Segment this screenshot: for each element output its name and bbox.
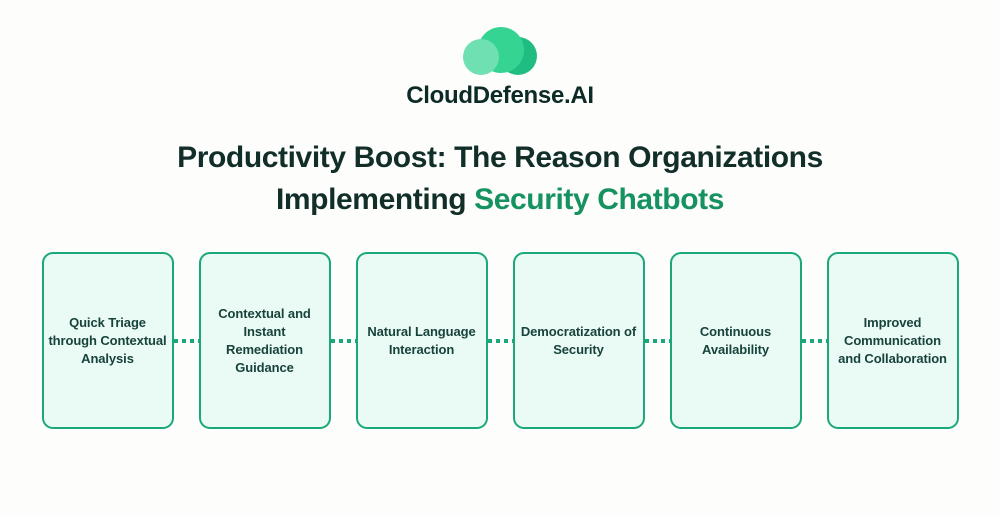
benefit-box-communication: Improved Communication and Collaboration (826, 252, 959, 429)
title-line1: Productivity Boost: The Reason Organizat… (177, 141, 823, 174)
benefit-label: Natural Language Interaction (367, 323, 476, 357)
page-title: Productivity Boost: The Reason Organizat… (177, 137, 823, 221)
benefit-label: Continuous Availability (699, 323, 772, 357)
title-line2-prefix: Implementing (275, 183, 475, 216)
benefit-label: Improved Communication and Collaboration (838, 314, 947, 366)
dotted-connector (173, 338, 199, 343)
benefit-label: Quick Triage through Contextual Analysis (48, 314, 167, 366)
cloud-logo-icon (463, 27, 537, 75)
dotted-connector (487, 338, 513, 343)
benefit-box-natural-language: Natural Language Interaction (355, 252, 488, 429)
benefit-box-remediation-guidance: Contextual and Instant Remediation Guida… (198, 252, 331, 429)
benefit-box-democratization: Democratization of Security (512, 252, 645, 429)
dotted-connector (801, 338, 827, 343)
benefit-box-quick-triage: Quick Triage through Contextual Analysis (41, 252, 174, 429)
title-highlight: Security Chatbots (474, 183, 725, 216)
benefit-label: Contextual and Instant Remediation Guida… (218, 305, 311, 375)
dotted-connector (330, 338, 356, 343)
cloud-circle-light (463, 39, 499, 75)
dotted-connector (644, 338, 670, 343)
brand-logo: CloudDefense.AI (406, 27, 594, 110)
benefit-label: Democratization of Security (520, 323, 637, 357)
brand-name: CloudDefense.AI (406, 82, 594, 109)
benefits-row: Quick Triage through Contextual Analysis… (41, 252, 959, 429)
benefit-box-continuous-availability: Continuous Availability (669, 252, 802, 429)
